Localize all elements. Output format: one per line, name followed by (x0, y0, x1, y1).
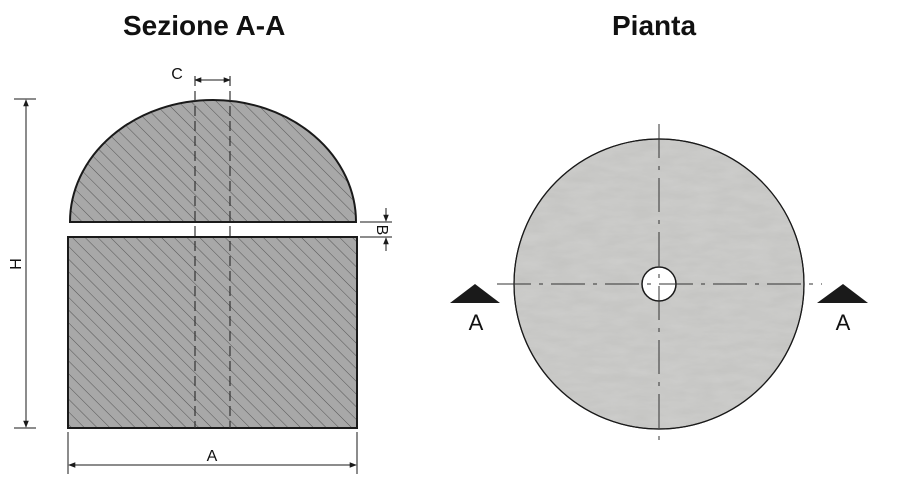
dim-a-label: A (207, 448, 218, 465)
cut-marker-right-icon (817, 284, 868, 303)
plan-view: A A (450, 124, 868, 444)
cut-marker-left-label: A (469, 310, 484, 335)
dim-b-label: B (373, 225, 390, 236)
cut-marker-left-icon (450, 284, 500, 303)
section-view: C H B A (8, 66, 392, 474)
section-title: Sezione A-A (123, 10, 286, 41)
dim-h-label: H (8, 258, 25, 270)
plan-title: Pianta (612, 10, 697, 41)
section-dome (68, 99, 358, 223)
cut-marker-right-label: A (836, 310, 851, 335)
dim-c-label: C (171, 66, 183, 83)
section-block (67, 236, 358, 429)
